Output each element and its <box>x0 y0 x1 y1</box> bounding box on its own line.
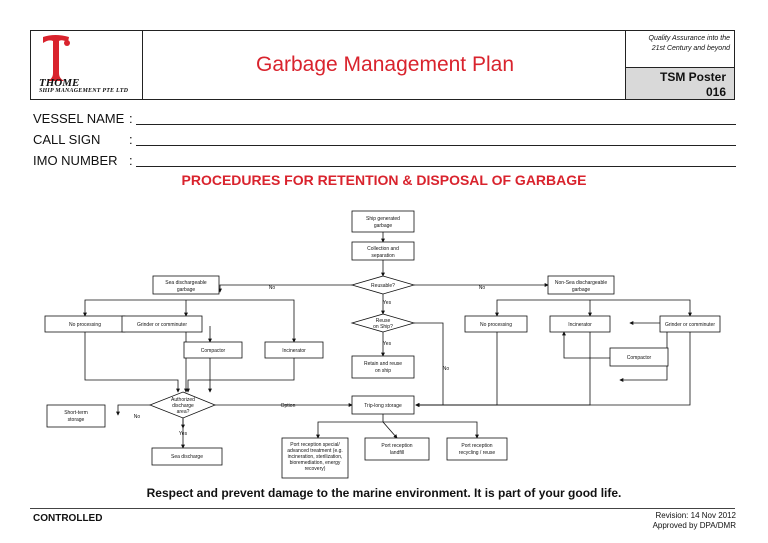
revision-date: Revision: 14 Nov 2012 <box>655 511 737 520</box>
vessel-name-line <box>136 124 736 125</box>
sea-discharge-label: Sea discharge <box>171 454 203 460</box>
incinerator-right: Incinerator <box>568 322 592 328</box>
no-processing-left: No processing <box>69 322 101 328</box>
imo-number-line <box>136 166 736 167</box>
port-special-l1: Port reception special/ <box>290 442 340 448</box>
controlled-label: CONTROLLED <box>33 513 103 524</box>
no-label-reuse: No <box>443 366 450 372</box>
colon: : <box>129 153 133 168</box>
yes-label-authorized: Yes <box>179 431 188 437</box>
port-special-l3: incineration, sterilization, <box>288 454 343 460</box>
sea-dischargeable-l1: Sea dischargeable <box>165 280 207 286</box>
ship-generated-l1: Ship generated <box>366 216 400 222</box>
grinder-right: Grinder or comminuter <box>665 322 715 328</box>
authorized-l2: discharge <box>172 403 194 409</box>
collection-l2: separation <box>371 253 395 259</box>
yes-label-reusable: Yes <box>383 300 392 306</box>
short-term-l2: storage <box>68 417 85 423</box>
port-recycling-l1: Port reception <box>461 443 492 449</box>
authorized-l1: Authorized <box>171 397 195 403</box>
poster-info: Quality Assurance into the 21st Century … <box>625 31 734 99</box>
ship-generated-box <box>351 210 415 233</box>
grinder-left: Grinder or comminuter <box>137 322 187 328</box>
poster-line-1: TSM Poster <box>659 70 726 84</box>
respect-slogan: Respect and prevent damage to the marine… <box>146 486 622 500</box>
yes-label-reuse: Yes <box>383 341 392 347</box>
port-landfill-l2: landfill <box>390 450 404 456</box>
reuse-on-ship-l1: Reuse <box>376 318 391 324</box>
poster-number: TSM Poster 016 <box>626 67 734 99</box>
compactor-right: Compactor <box>627 355 652 361</box>
colon: : <box>129 132 133 147</box>
imo-number-label: IMO NUMBER <box>33 153 118 168</box>
qa-tagline: Quality Assurance into the 21st Century … <box>628 34 730 54</box>
no-label-left: No <box>269 285 276 291</box>
qa-line-2: 21st Century and beyond <box>651 45 730 52</box>
reuse-on-ship-diamond <box>350 313 416 333</box>
non-sea-l1: Non-Sea dischargeable <box>555 280 607 286</box>
short-term-l1: Short-term <box>64 410 88 416</box>
compactor-left: Compactor <box>201 348 226 354</box>
colon: : <box>129 111 133 126</box>
non-sea-dischargeable-box <box>547 275 615 295</box>
no-label-right: No <box>479 285 486 291</box>
port-landfill-box <box>364 437 430 461</box>
approved-by: Approved by DPA/DMR <box>652 521 736 530</box>
port-recycling-l2: recycling / reuse <box>459 450 496 456</box>
port-recycling-box <box>446 437 508 461</box>
sea-dischargeable-l2: garbage <box>177 287 196 293</box>
ship-generated-l2: garbage <box>374 223 393 229</box>
revision-info: Revision: 14 Nov 2012 Approved by DPA/DM… <box>653 511 736 531</box>
retain-reuse-l1: Retain and reuse <box>364 361 402 367</box>
thome-logo-icon <box>43 35 70 81</box>
company-name: THOME <box>39 77 80 89</box>
trip-long-label: Trip-long storage <box>364 403 402 409</box>
reusable-label: Reusable? <box>371 283 395 289</box>
trip-long-box <box>351 395 415 415</box>
call-sign-label: CALL SIGN <box>33 132 101 147</box>
grinder-left-box <box>121 315 203 333</box>
poster-line-2: 016 <box>705 85 726 99</box>
qa-line-1: Quality Assurance into the <box>648 35 730 42</box>
port-special-box <box>281 437 349 479</box>
retain-reuse-l2: on ship <box>375 368 391 374</box>
authorized-l3: area? <box>177 409 190 415</box>
port-special-l5: recovery) <box>305 466 326 472</box>
option-label: Option <box>281 403 296 409</box>
call-sign-line <box>136 145 736 146</box>
incinerator-right-box <box>549 315 611 333</box>
vessel-name-label: VESSEL NAME <box>33 111 125 126</box>
reuse-on-ship-l2: on Ship? <box>373 324 393 330</box>
compactor-left-box <box>183 341 243 359</box>
grinder-right-box <box>659 315 721 333</box>
collection-box <box>351 241 415 261</box>
collection-l1: Collection and <box>367 246 399 252</box>
company-logo: THOME SHIP MANAGEMENT PTE LTD <box>31 31 143 99</box>
sea-dischargeable-box <box>152 275 220 295</box>
incinerator-left: Incinerator <box>282 348 306 354</box>
procedures-title: PROCEDURES FOR RETENTION & DISPOSAL OF G… <box>181 172 587 188</box>
header-box: THOME SHIP MANAGEMENT PTE LTD Garbage Ma… <box>30 30 735 100</box>
port-special-l2: advanced treatment (e.g. <box>287 448 343 454</box>
no-label-authorized: No <box>134 414 141 420</box>
short-term-box <box>46 404 106 428</box>
port-special-l4: bioremediation, energy <box>290 460 341 466</box>
authorized-diamond <box>148 391 217 419</box>
incinerator-left-box <box>264 341 324 359</box>
page-title: Garbage Management Plan <box>256 53 514 76</box>
reusable-diamond <box>350 275 416 295</box>
no-processing-right: No processing <box>480 322 512 328</box>
retain-reuse-box <box>351 355 415 379</box>
footer-divider <box>30 508 735 509</box>
company-subtitle: SHIP MANAGEMENT PTE LTD <box>39 88 129 94</box>
no-processing-right-box <box>464 315 528 333</box>
compactor-right-box <box>609 347 669 367</box>
port-landfill-l1: Port reception <box>381 443 412 449</box>
sea-discharge-box <box>151 447 223 466</box>
non-sea-l2: garbage <box>572 287 591 293</box>
